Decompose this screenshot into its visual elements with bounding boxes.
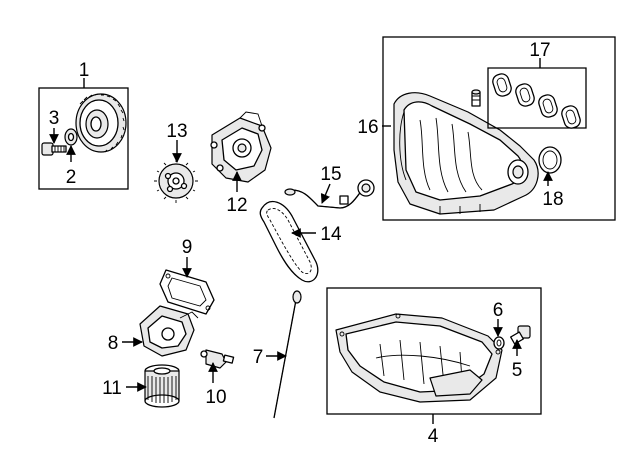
callout-5[interactable]: 5 [512, 360, 523, 381]
oil-filter-part[interactable] [144, 364, 180, 408]
pulley-bolt-part[interactable] [41, 142, 67, 156]
callout-18[interactable]: 18 [542, 189, 563, 210]
drain-plug-part[interactable] [510, 325, 531, 345]
oil-pump-sprocket-part[interactable] [154, 159, 198, 203]
callout-15[interactable]: 15 [320, 164, 341, 185]
callout-4[interactable]: 4 [428, 426, 439, 447]
callout-14[interactable]: 14 [320, 224, 342, 245]
callout-11[interactable]: 11 [102, 378, 122, 399]
callout-12[interactable]: 12 [226, 195, 247, 216]
callout-1[interactable]: 1 [79, 60, 90, 81]
timing-chain-part[interactable] [259, 200, 319, 283]
callout-leaders [49, 128, 553, 392]
callout-9[interactable]: 9 [182, 237, 193, 258]
callout-10[interactable]: 10 [205, 387, 226, 408]
crankshaft-pulley-part[interactable] [75, 93, 127, 153]
callout-8[interactable]: 8 [108, 333, 119, 354]
washer-part[interactable] [64, 128, 78, 146]
callout-16[interactable]: 16 [357, 117, 378, 138]
callout-13[interactable]: 13 [166, 121, 187, 142]
callout-6[interactable]: 6 [493, 300, 504, 321]
dipstick-part[interactable] [273, 290, 302, 419]
intake-gasket-set-part[interactable] [491, 72, 582, 130]
drain-plug-gasket-part[interactable] [493, 336, 505, 350]
oil-pressure-sensor-part[interactable] [200, 349, 235, 369]
group-box-oil-pan [326, 287, 542, 415]
callout-3[interactable]: 3 [49, 108, 60, 129]
callout-2[interactable]: 2 [66, 167, 77, 188]
oil-filter-adapter-part[interactable] [139, 305, 199, 357]
oil-filter-adapter-gasket-part[interactable] [159, 269, 215, 315]
intake-manifold-part[interactable] [393, 92, 539, 215]
gasket-set-group [487, 58, 587, 129]
vacuum-fitting-part[interactable] [471, 89, 481, 107]
oil-pump-part[interactable] [210, 111, 272, 183]
oil-pan-part[interactable] [335, 313, 503, 403]
callout-7[interactable]: 7 [253, 347, 264, 368]
group-box-intake [382, 36, 616, 221]
callout-17[interactable]: 17 [529, 40, 550, 61]
throttle-body-gasket-part[interactable] [538, 146, 562, 174]
callout-labels: 1 2 3 4 5 6 7 8 9 10 11 12 13 14 15 16 1… [49, 40, 564, 447]
